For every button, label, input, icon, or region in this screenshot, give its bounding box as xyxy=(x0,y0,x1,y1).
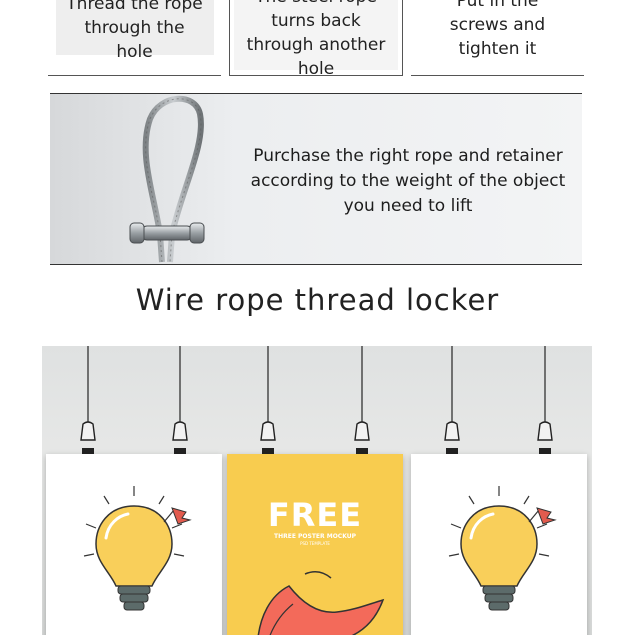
banner-text: Purchase the right rope and retainer acc… xyxy=(250,146,566,216)
hanging-wires-clips xyxy=(80,346,553,456)
rope-retainer-banner: Purchase the right rope and retainer acc… xyxy=(50,93,582,265)
step-1-panel: Thread the rope through the hole xyxy=(48,0,221,76)
step-3-text: Put in the screws and tighten it xyxy=(449,0,546,59)
step-2-text: The steel rope turns back through anothe… xyxy=(246,0,386,79)
poster-center-title: FREE xyxy=(267,496,363,534)
step-1-text: Thread the rope through the hole xyxy=(66,0,203,62)
poster-left xyxy=(46,454,222,635)
step-2-image xyxy=(234,0,398,70)
poster-right xyxy=(411,454,587,635)
poster-center-small: PSD TEMPLATE xyxy=(300,541,330,546)
wire-rope-loop-illustration xyxy=(129,95,205,263)
step-2-panel: The steel rope turns back through anothe… xyxy=(229,0,403,79)
poster-center-subtitle: THREE POSTER MOCKUP xyxy=(273,533,357,540)
section-title: Wire rope thread locker xyxy=(135,283,500,317)
hanging-posters-photo: FREE THREE POSTER MOCKUP PSD TEMPLATE xyxy=(42,346,592,635)
lightbulb-icon-right xyxy=(448,486,557,611)
lightbulb-icon xyxy=(83,486,192,611)
step-3-panel: Put in the screws and tighten it xyxy=(411,0,584,76)
step-1-image xyxy=(56,0,214,55)
waving-flag-illustration xyxy=(257,571,385,635)
poster-center: FREE THREE POSTER MOCKUP PSD TEMPLATE xyxy=(227,454,403,635)
